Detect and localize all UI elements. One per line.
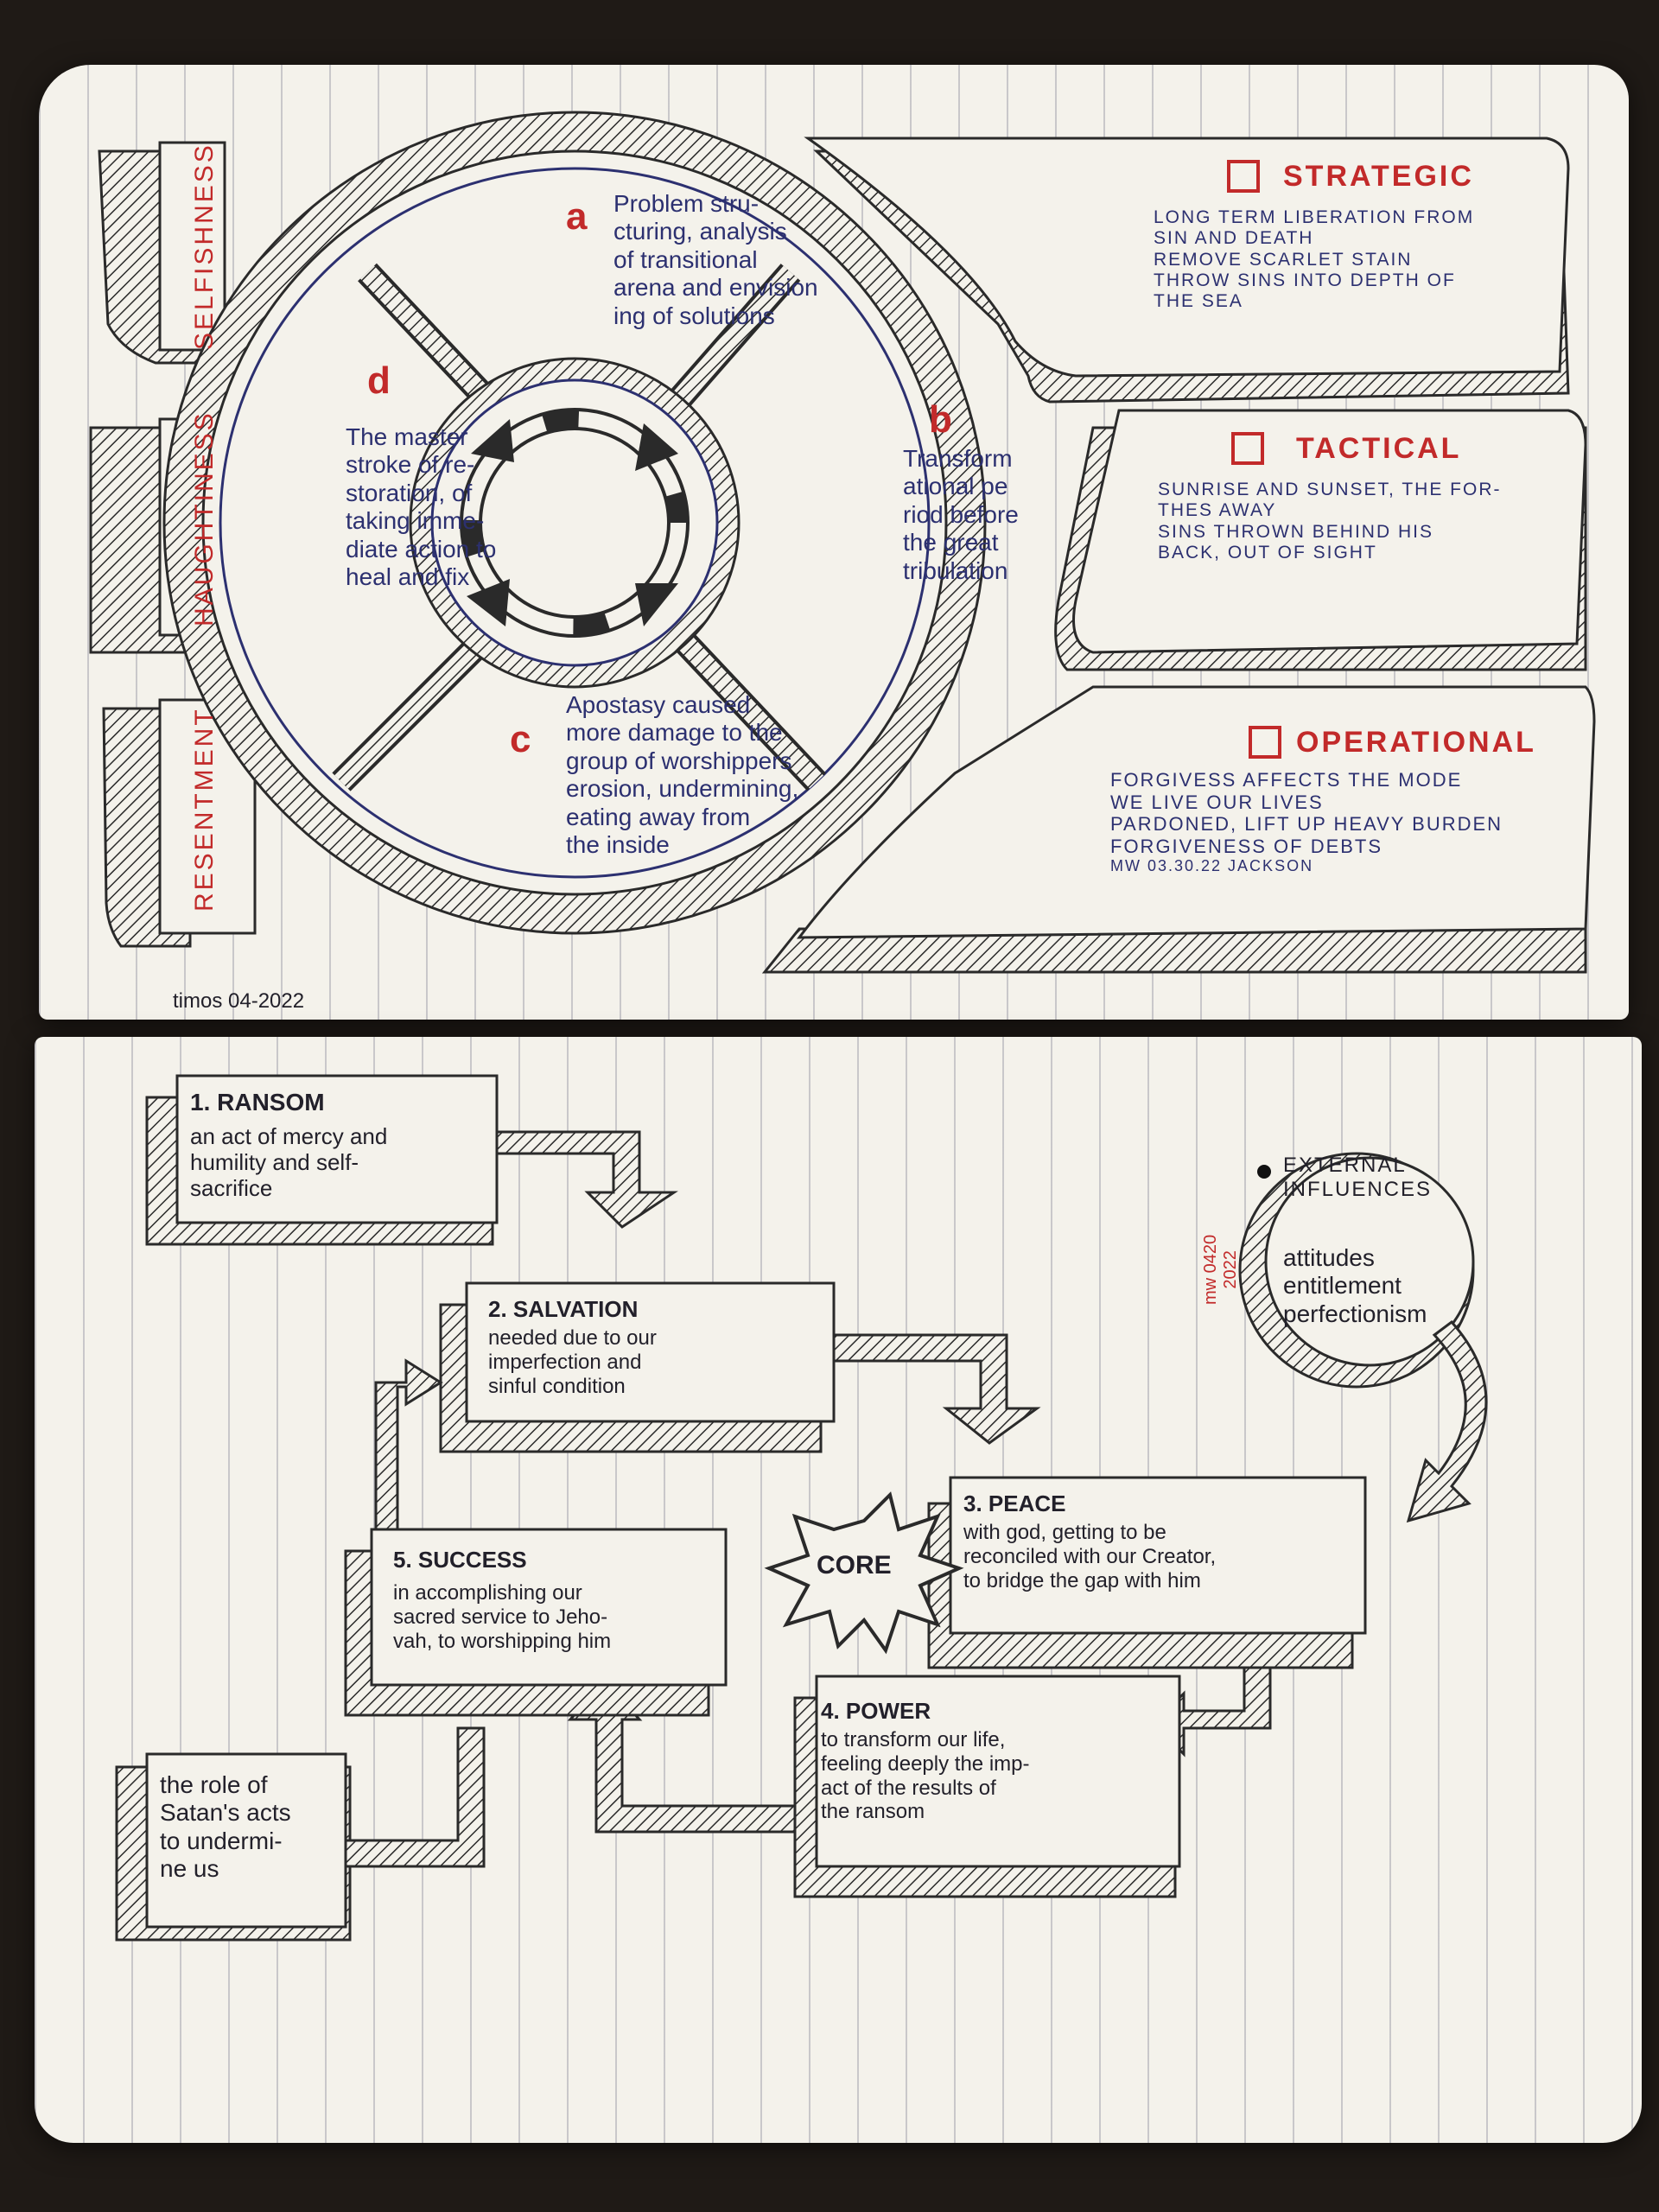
tactical-title: TACTICAL <box>1296 432 1462 465</box>
operational-line: FORGIVESS AFFECTS THE MODE <box>1110 769 1463 791</box>
peace-box-shape <box>927 1476 1367 1669</box>
strategic-line: REMOVE SCARLET STAIN <box>1154 249 1413 270</box>
operational-checkbox <box>1249 726 1281 759</box>
selfishness-label: SELFISHNESS <box>190 143 219 350</box>
core-star <box>764 1491 964 1655</box>
operational-line: WE LIVE OUR LIVES <box>1110 791 1324 813</box>
salvation-box-shape <box>439 1281 836 1453</box>
operational-line: FORGIVENESS OF DEBTS <box>1110 835 1383 857</box>
operational-title: OPERATIONAL <box>1296 726 1536 759</box>
peace-text: with god, getting to be reconciled with … <box>963 1521 1217 1592</box>
segment-a-letter: a <box>566 195 588 238</box>
success-text: in accomplishing our sacred service to J… <box>393 1581 612 1653</box>
top-page-drawing <box>89 111 1596 974</box>
segment-b-letter: b <box>929 398 952 441</box>
tactical-line: SINS THROWN BEHIND HIS <box>1158 521 1433 542</box>
arrow-salvation-to-peace <box>832 1333 1041 1445</box>
strategic-box <box>804 137 1570 404</box>
segment-b-text: Transform ational pe riod before the gre… <box>903 445 1019 584</box>
operational-line: MW 03.30.22 JACKSON <box>1110 857 1314 875</box>
segment-d-letter: d <box>367 359 391 402</box>
arrow-external-to-peace <box>1406 1319 1488 1523</box>
strategic-title: STRATEGIC <box>1283 160 1474 193</box>
bottom-notebook-page: 1. RANSOM an act of mercy and humility a… <box>35 1037 1642 2143</box>
tactical-box <box>1054 409 1587 671</box>
ransom-title: 1. RANSOM <box>190 1089 325 1116</box>
arrow-ransom-to-salvation <box>495 1130 678 1229</box>
signature: timos 04-2022 <box>173 989 305 1013</box>
satan-text: the role of Satan's acts to undermi- ne … <box>160 1771 291 1883</box>
selfishness-tab <box>98 141 226 365</box>
external-influences-title: EXTERNAL INFLUENCES <box>1283 1154 1433 1201</box>
satan-connector <box>344 1726 486 1868</box>
success-box-shape <box>344 1528 728 1717</box>
resentment-label: RESENTMENT <box>190 707 219 912</box>
segment-c-letter: c <box>510 718 531 760</box>
power-title: 4. POWER <box>821 1698 931 1724</box>
strategic-line: THE SEA <box>1154 291 1243 312</box>
power-box-shape <box>793 1675 1181 1898</box>
resentment-tab <box>102 698 257 948</box>
peace-title: 3. PEACE <box>963 1491 1066 1516</box>
strategic-line: SIN AND DEATH <box>1154 228 1314 249</box>
salvation-text: needed due to our imperfection and sinfu… <box>488 1326 657 1398</box>
bottom-page-drawing <box>115 1074 1488 1942</box>
salvation-title: 2. SALVATION <box>488 1296 639 1322</box>
tactical-lines: SUNRISE AND SUNSET, THE FOR- THES AWAY S… <box>1158 480 1502 563</box>
operational-box <box>761 685 1596 974</box>
operational-lines: FORGIVESS AFFECTS THE MODE WE LIVE OUR L… <box>1110 769 1503 875</box>
strategic-checkbox <box>1227 160 1260 193</box>
external-influences-items: attitudes entitlement perfectionism <box>1283 1244 1427 1327</box>
tactical-line: SUNRISE AND SUNSET, THE FOR- <box>1158 480 1502 499</box>
operational-line: PARDONED, LIFT UP HEAVY BURDEN <box>1110 813 1503 836</box>
tactical-checkbox <box>1231 432 1264 465</box>
external-date-stamp: mw 0420 2022 <box>1201 1234 1241 1305</box>
segment-a-text: Problem stru- cturing, analysis of trans… <box>613 190 818 329</box>
segment-c-text: Apostasy caused more damage to the group… <box>566 691 799 859</box>
power-text: to transform our life, feeling deeply th… <box>821 1728 1030 1824</box>
core-label: CORE <box>817 1551 892 1580</box>
strategic-line: THROW SINS INTO DEPTH OF <box>1154 270 1456 291</box>
arrow-success-to-salvation <box>374 1358 443 1531</box>
ransom-text: an act of mercy and humility and self- s… <box>190 1123 388 1202</box>
bullet-icon <box>1257 1165 1271 1179</box>
strategic-line: LONG TERM LIBERATION FROM <box>1154 207 1475 227</box>
segment-d-text: The master stroke of re- storation, of t… <box>346 423 497 591</box>
cycle-arrows <box>467 419 678 626</box>
tactical-line: THES AWAY <box>1158 500 1277 521</box>
strategic-lines: LONG TERM LIBERATION FROM SIN AND DEATH … <box>1154 207 1474 313</box>
success-title: 5. SUCCESS <box>393 1547 527 1573</box>
ransom-box-shape <box>145 1074 499 1246</box>
haughtiness-label: HAUGHTINESS <box>190 410 219 626</box>
top-notebook-page: SELFISHNESS HAUGHTINESS RESENTMENT a Pro… <box>39 65 1629 1020</box>
tactical-line: BACK, OUT OF SIGHT <box>1158 543 1377 563</box>
